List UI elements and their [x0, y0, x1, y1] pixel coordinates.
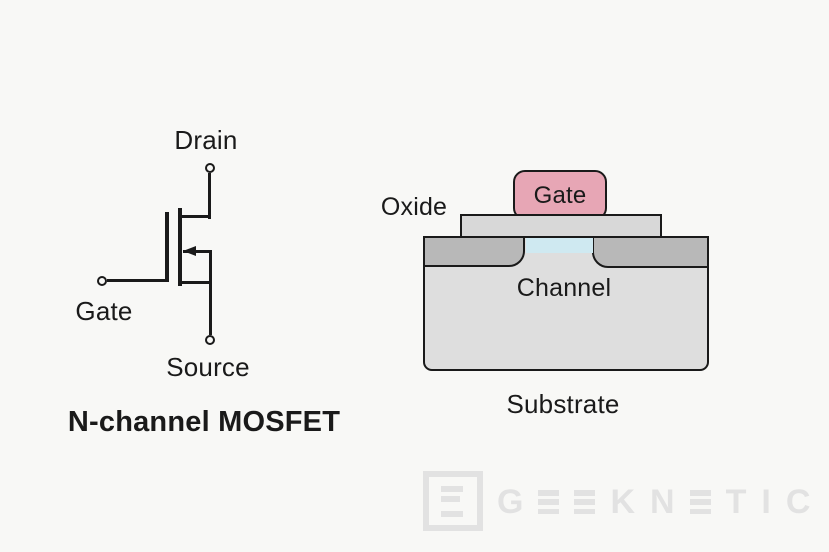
gate-bar-line	[165, 212, 169, 282]
channel-bar-line	[178, 208, 182, 286]
geeknetic-logo-icon	[423, 471, 483, 531]
gate-wire-horizontal	[107, 279, 167, 282]
source-label: Source	[166, 352, 250, 382]
gate-terminal-icon	[97, 276, 107, 286]
channel-region-shape	[526, 238, 593, 253]
wordmark-letter: N	[650, 483, 675, 521]
source-terminal-icon	[205, 335, 215, 345]
drain-diffusion-shape	[592, 236, 709, 268]
substrate-label: Substrate	[506, 389, 620, 419]
source-diffusion-shape	[423, 236, 525, 267]
wordmark-letter: G	[497, 483, 524, 521]
oxide-label: Oxide	[380, 193, 448, 221]
letter-e-glyph	[689, 490, 711, 514]
channel-label: Channel	[516, 274, 612, 302]
drain-label: Drain	[174, 125, 238, 155]
body-arrow-icon	[183, 246, 196, 256]
gate-electrode-shape	[513, 170, 607, 220]
wordmark-letter: T	[725, 483, 747, 521]
wordmark-letter: K	[610, 483, 636, 521]
oxide-layer-shape	[460, 214, 662, 238]
letter-e-glyph	[538, 490, 560, 514]
gate-label: Gate	[75, 296, 133, 326]
letter-e-glyph	[574, 490, 596, 514]
source-wire-horizontal	[182, 281, 212, 284]
body-wire-horizontal	[183, 250, 212, 253]
cross-section-gate-label: Gate	[533, 182, 587, 209]
wordmark-letter: I	[761, 483, 771, 521]
drain-wire-vertical	[208, 173, 211, 219]
drain-wire-horizontal	[180, 215, 211, 218]
source-wire-vertical	[209, 251, 212, 335]
drain-terminal-icon	[205, 163, 215, 173]
schematic-caption: N-channel MOSFET	[67, 406, 341, 438]
geeknetic-wordmark: G K N T I C	[497, 472, 810, 532]
wordmark-letter: C	[785, 483, 811, 521]
